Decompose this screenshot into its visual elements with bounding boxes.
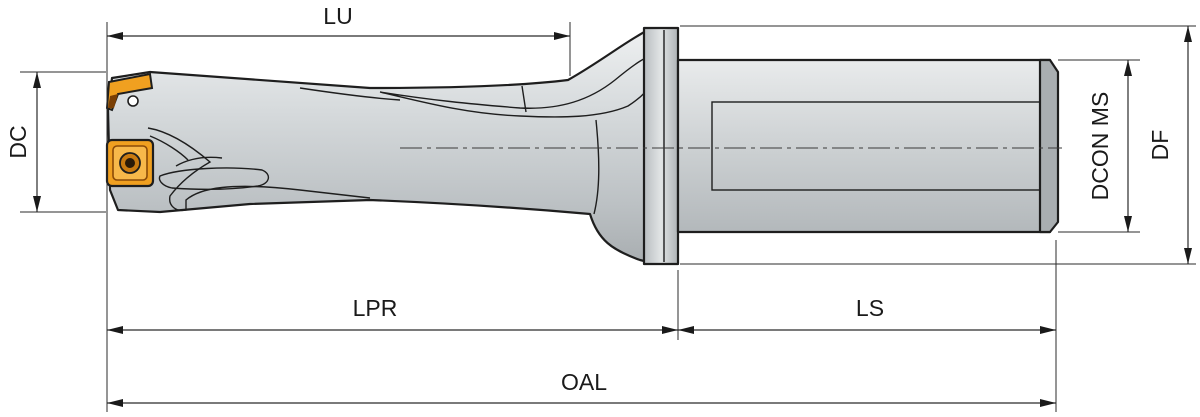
chip-groove bbox=[147, 127, 371, 212]
pocket-line bbox=[149, 135, 223, 167]
label-dc: DC bbox=[5, 125, 31, 158]
drill-body-outline bbox=[106, 28, 650, 264]
label-dcon-ms: DCON MS bbox=[1087, 92, 1113, 201]
shank bbox=[676, 58, 1060, 234]
dim-df: DF bbox=[1147, 26, 1192, 264]
label-ls: LS bbox=[856, 295, 884, 321]
insert-screw-head bbox=[125, 158, 135, 168]
dim-lpr: LPR bbox=[107, 295, 678, 334]
dim-oal: OAL bbox=[107, 369, 1056, 407]
top-insert-shade bbox=[108, 94, 118, 108]
shank-body bbox=[676, 58, 1052, 234]
drill-body bbox=[106, 28, 660, 264]
shank-chamfer bbox=[1038, 58, 1060, 234]
coolant-hole bbox=[127, 95, 139, 107]
flange-face bbox=[642, 26, 680, 266]
center-insert bbox=[105, 138, 155, 188]
label-df: DF bbox=[1147, 130, 1173, 161]
flute-edge bbox=[299, 85, 527, 113]
dim-dcon-ms: DCON MS bbox=[1087, 60, 1132, 232]
neck-line bbox=[593, 119, 600, 215]
extension-lines bbox=[20, 22, 1196, 412]
flange bbox=[642, 26, 680, 266]
label-oal: OAL bbox=[561, 369, 607, 395]
dim-ls: LS bbox=[678, 295, 1056, 334]
dim-dc: DC bbox=[5, 72, 41, 212]
label-lpr: LPR bbox=[353, 295, 398, 321]
dim-lu: LU bbox=[107, 3, 570, 40]
label-lu: LU bbox=[323, 3, 352, 29]
